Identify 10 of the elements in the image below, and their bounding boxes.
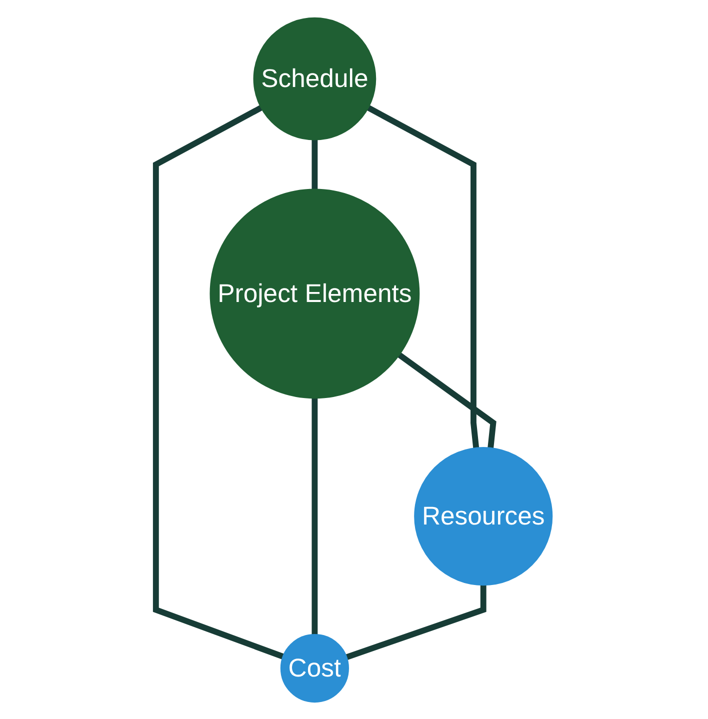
node-circle: Project Elements	[210, 188, 420, 398]
node-circle: Resources	[414, 446, 553, 586]
connector	[398, 352, 496, 448]
connector	[152, 104, 284, 659]
connector	[312, 398, 318, 634]
connector	[366, 104, 480, 448]
connector	[312, 139, 318, 189]
connector	[346, 584, 486, 660]
node-circle: Cost	[280, 633, 349, 702]
node-circle: Schedule	[253, 16, 376, 140]
